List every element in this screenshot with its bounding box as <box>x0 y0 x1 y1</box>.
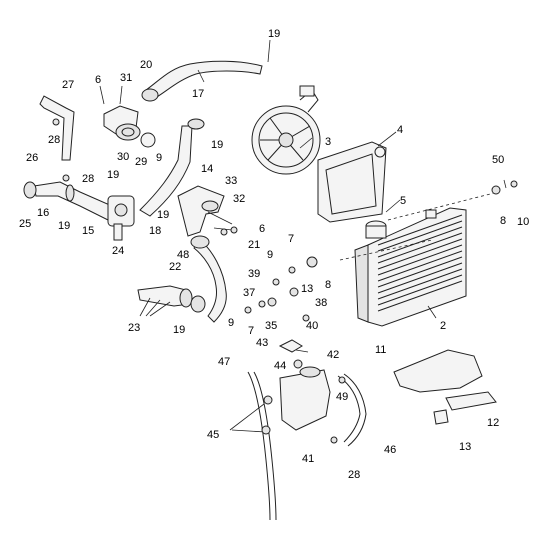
callout-28a: 28 <box>48 134 60 146</box>
hose-14 <box>139 118 205 217</box>
callout-21: 21 <box>248 239 260 251</box>
callout-38: 38 <box>315 297 327 309</box>
callout-2: 2 <box>440 320 446 332</box>
callout-25: 25 <box>19 218 31 230</box>
callout-12: 12 <box>487 417 499 429</box>
callout-9b: 9 <box>267 249 273 261</box>
callout-4: 4 <box>397 124 403 136</box>
callout-13b: 13 <box>459 441 471 453</box>
callout-28b: 28 <box>82 173 94 185</box>
callout-30: 30 <box>117 151 129 163</box>
callout-33: 33 <box>225 175 237 187</box>
callout-19e: 19 <box>58 220 70 232</box>
callout-39: 39 <box>248 268 260 280</box>
callout-47: 47 <box>218 356 230 368</box>
callout-48: 48 <box>177 249 189 261</box>
callout-28c: 28 <box>348 469 360 481</box>
thermostat-housing <box>107 195 135 241</box>
callout-46: 46 <box>384 444 396 456</box>
callout-35: 35 <box>265 320 277 332</box>
mounting-bracket <box>393 349 497 425</box>
callout-32: 32 <box>233 193 245 205</box>
callout-26: 26 <box>26 152 38 164</box>
callout-labels: 1 2 3 4 5 6 6 7 7 8 8 9 9 9 10 11 12 13 … <box>19 28 529 481</box>
callout-8b: 8 <box>500 215 506 227</box>
callout-37: 37 <box>243 287 255 299</box>
callout-11: 11 <box>375 344 386 356</box>
hose-22 <box>137 285 206 313</box>
callout-7b: 7 <box>248 325 254 337</box>
callout-40: 40 <box>306 320 318 332</box>
callout-23: 23 <box>128 322 140 334</box>
callout-15: 15 <box>82 225 94 237</box>
callout-43: 43 <box>256 337 268 349</box>
fan-assembly <box>251 85 321 175</box>
callout-19a: 19 <box>268 28 280 40</box>
callout-16: 16 <box>37 207 49 219</box>
callout-29: 29 <box>135 156 147 168</box>
callout-19f: 19 <box>173 324 185 336</box>
hose-27 <box>39 95 75 161</box>
callout-50: 50 <box>492 154 504 166</box>
callout-10: 10 <box>517 216 529 228</box>
thermostat-31 <box>103 105 156 148</box>
callout-5: 5 <box>400 195 406 207</box>
fan-cowl <box>317 141 387 223</box>
callout-3: 3 <box>325 136 331 148</box>
callout-22: 22 <box>169 261 181 273</box>
hose-47 <box>247 371 277 521</box>
callout-31: 31 <box>120 72 132 84</box>
callout-20: 20 <box>140 59 152 71</box>
radiator <box>354 207 467 327</box>
callout-13a: 13 <box>301 283 313 295</box>
callout-41: 41 <box>302 453 314 465</box>
callout-42: 42 <box>327 349 339 361</box>
hose-17 <box>141 60 263 102</box>
callout-49: 49 <box>336 391 348 403</box>
callout-6b: 6 <box>259 223 265 235</box>
callout-6a: 6 <box>95 74 101 86</box>
callout-19d: 19 <box>157 209 169 221</box>
hose-46 <box>337 373 367 447</box>
expansion-tank <box>278 339 331 431</box>
callout-27: 27 <box>62 79 74 91</box>
callout-8a: 8 <box>325 279 331 291</box>
callout-9a: 9 <box>156 152 162 164</box>
fasteners <box>52 118 518 444</box>
callout-19b: 19 <box>211 139 223 151</box>
callout-17: 17 <box>192 88 204 100</box>
callout-18: 18 <box>149 225 161 237</box>
callout-24: 24 <box>112 245 124 257</box>
elbow-33 <box>177 185 225 237</box>
callout-45: 45 <box>207 429 219 441</box>
callout-14: 14 <box>201 163 213 175</box>
callout-9c: 9 <box>228 317 234 329</box>
callout-19c: 19 <box>107 169 119 181</box>
callout-44: 44 <box>274 360 286 372</box>
callout-7a: 7 <box>288 233 294 245</box>
hose-21 <box>190 235 227 323</box>
